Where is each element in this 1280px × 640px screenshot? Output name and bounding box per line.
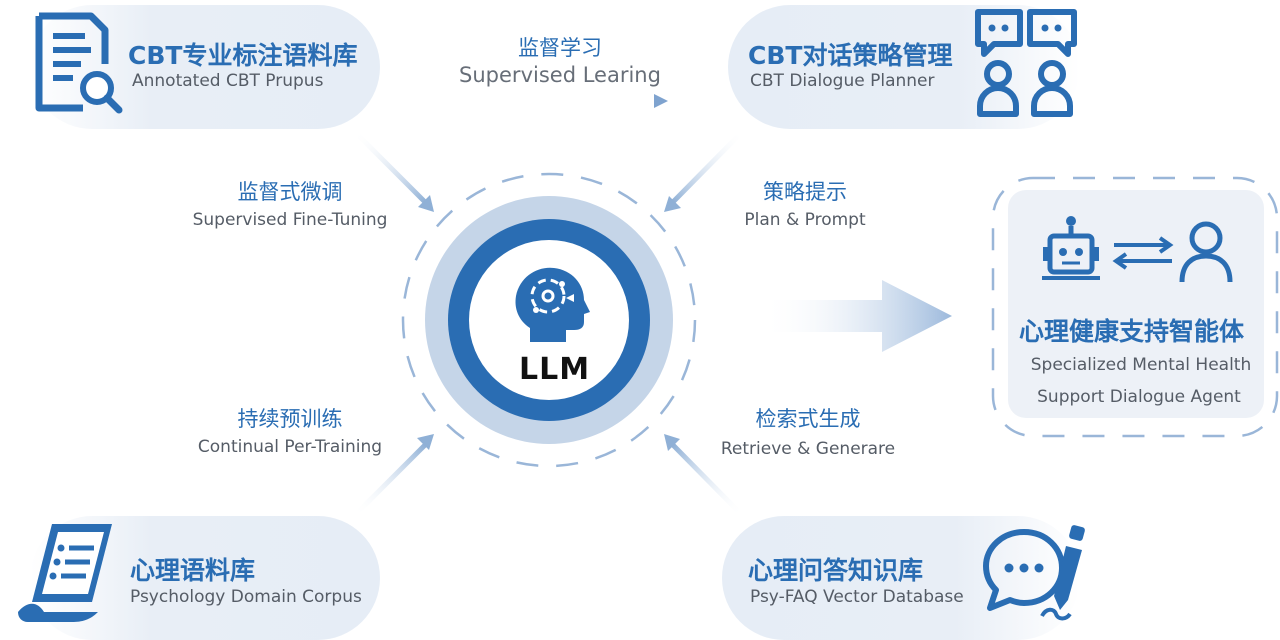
- cpt-edge-label-zh: 持续预训练: [237, 407, 343, 431]
- top-edge-label-en: Supervised Learing: [459, 63, 661, 87]
- rag-edge-label-en: Retrieve & Generare: [720, 439, 896, 459]
- rag-edge-label-zh: 检索式生成: [755, 407, 861, 431]
- agent-subtitle-line1: Specialized Mental Health: [1030, 355, 1252, 375]
- planner-subtitle: CBT Dialogue Planner: [750, 71, 935, 91]
- plan-edge-label-zh: 策略提示: [763, 180, 847, 204]
- planner-title: CBT对话策略管理: [748, 41, 953, 70]
- arrow-plan: [671, 130, 744, 204]
- top-edge-label-zh: 监督学习: [518, 36, 602, 60]
- orbit-dashed-ring: [401, 172, 697, 468]
- agent-subtitle-line2: Support Dialogue Agent: [1037, 387, 1241, 407]
- faq-db-title: 心理问答知识库: [748, 556, 924, 585]
- pill-cbt-corpus: [30, 5, 380, 129]
- big-arrow-to-agent: [762, 280, 952, 352]
- robot-icon: [1042, 216, 1100, 280]
- arrow-sft: [353, 130, 427, 204]
- agent-dashed-frame: [991, 176, 1279, 438]
- llm-label: LLM: [519, 352, 591, 387]
- pill-faq-db: [722, 516, 1080, 640]
- top-arrow-head: [654, 94, 668, 108]
- cbt-corpus-title: CBT专业标注语料库: [128, 41, 358, 70]
- chat-pencil-icon: [983, 525, 1085, 621]
- faq-db-subtitle: Psy-FAQ Vector Database: [750, 587, 964, 607]
- cbt-corpus-subtitle: Annotated CBT Prupus: [132, 71, 324, 91]
- sft-edge-label-en: Supervised Fine-Tuning: [192, 210, 388, 230]
- chat-users-icon: [975, 9, 1077, 117]
- psych-corpus-subtitle: Psychology Domain Corpus: [130, 587, 362, 607]
- arrow-rag: [671, 443, 744, 517]
- sft-edge-label-zh: 监督式微调: [237, 180, 343, 204]
- agent-card: [1008, 190, 1264, 418]
- cpt-edge-label-en: Continual Per-Training: [197, 437, 383, 457]
- arrow-cpt-head: [417, 434, 434, 450]
- arrow-sft-head: [418, 195, 434, 212]
- arrow-plan-head: [664, 196, 681, 212]
- user-icon: [1179, 221, 1233, 283]
- swap-arrows-icon: [1112, 236, 1174, 270]
- arrow-cpt: [353, 443, 427, 517]
- document-search-icon: [35, 12, 123, 114]
- psych-corpus-title: 心理语料库: [130, 556, 256, 585]
- plan-edge-label-en: Plan & Prompt: [744, 210, 866, 230]
- brain-head-icon: [515, 267, 590, 342]
- agent-title: 心理健康支持智能体: [1019, 317, 1245, 346]
- arrow-rag-head: [664, 434, 680, 451]
- document-scroll-icon: [18, 524, 112, 622]
